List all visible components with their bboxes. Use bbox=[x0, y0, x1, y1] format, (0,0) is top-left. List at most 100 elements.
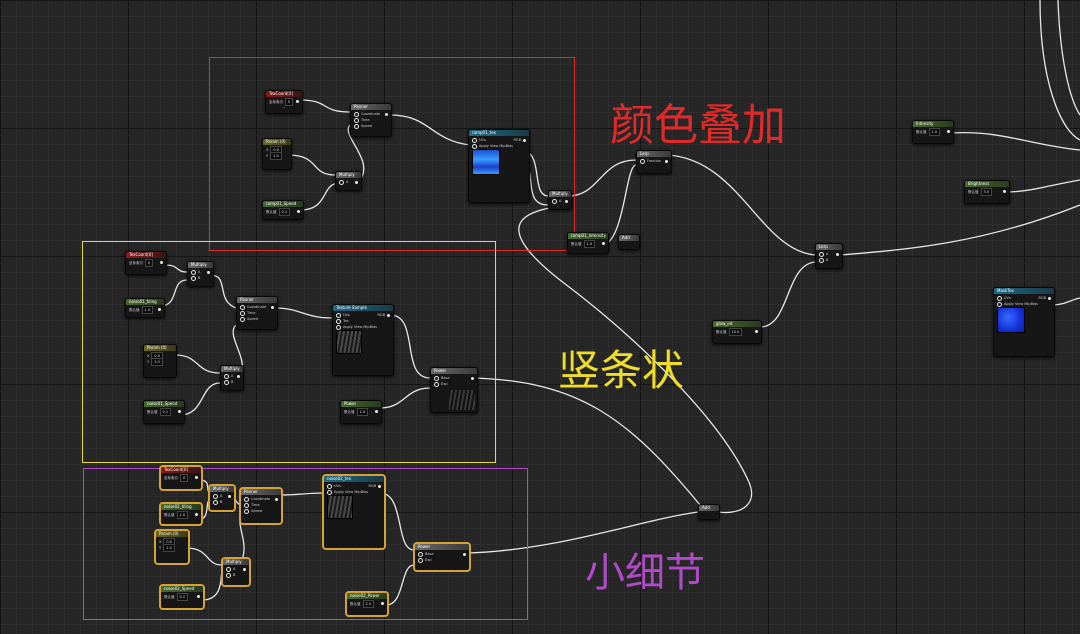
node-header: noise02_Power bbox=[347, 593, 387, 599]
wire bbox=[201, 572, 223, 601]
wire bbox=[379, 387, 431, 409]
y-field[interactable]: 1.0 bbox=[270, 152, 282, 160]
wire bbox=[174, 354, 221, 374]
value-field[interactable]: 0 bbox=[145, 259, 154, 267]
wire bbox=[567, 159, 637, 197]
texture-preview-image bbox=[327, 495, 353, 519]
fraction-node[interactable]: Lerp Fraction bbox=[636, 150, 672, 174]
value-field[interactable]: 1.0 bbox=[928, 128, 941, 136]
value-field[interactable]: 1.0 bbox=[141, 306, 154, 314]
node-header: MaskTex bbox=[994, 288, 1054, 294]
wire bbox=[1039, 0, 1080, 141]
node-header: Param (0) bbox=[156, 531, 188, 537]
node-header: Multiply bbox=[336, 172, 361, 178]
value-field[interactable]: 0 bbox=[180, 474, 189, 482]
node-header: ramp01_Intensity bbox=[568, 233, 608, 239]
node-header: Multiply bbox=[188, 262, 213, 268]
node-header: glow_int bbox=[713, 321, 761, 327]
value-field[interactable]: 1.0 bbox=[176, 511, 189, 519]
node-header: Add bbox=[699, 505, 719, 511]
wire bbox=[287, 154, 336, 176]
node-header: noise02_tex bbox=[324, 476, 384, 482]
wire bbox=[839, 204, 1080, 256]
value-field[interactable]: 3.0 bbox=[980, 188, 993, 196]
node-header: Multiply bbox=[210, 486, 234, 492]
value-field[interactable]: 2.0 bbox=[362, 600, 375, 608]
node-header: Brightness bbox=[965, 181, 1009, 187]
wire bbox=[951, 131, 1080, 151]
node-header: Multiply bbox=[221, 366, 243, 372]
node-header: noise01_Speed bbox=[144, 401, 184, 407]
value-field[interactable]: 1.0 bbox=[583, 240, 596, 248]
add-node[interactable]: Add bbox=[698, 504, 720, 520]
power-node[interactable]: Power Base Exp bbox=[430, 367, 478, 413]
node-header: Intensity bbox=[913, 121, 953, 127]
power-node[interactable]: Power Base Exp bbox=[414, 543, 470, 571]
add-node[interactable]: Add bbox=[618, 234, 640, 250]
node-header: ramp01_tex bbox=[469, 130, 529, 136]
wire bbox=[185, 547, 223, 566]
node-label: 坐标索引 bbox=[269, 100, 283, 104]
texture-preview-image bbox=[336, 330, 362, 354]
value-field[interactable]: 0 bbox=[285, 98, 294, 106]
multiply-node[interactable]: Multiply A bbox=[335, 171, 362, 191]
multiply-node[interactable]: Multiply A bbox=[548, 190, 572, 210]
wire bbox=[389, 314, 431, 379]
wire bbox=[1051, 297, 1080, 306]
y-field[interactable]: 1.0 bbox=[163, 544, 175, 552]
texture-preview-image bbox=[472, 149, 500, 175]
wire bbox=[667, 154, 816, 256]
chevron-down-icon[interactable]: ⌄ bbox=[282, 104, 286, 109]
y-field[interactable]: 1.0 bbox=[151, 358, 163, 366]
value-field[interactable]: 10.0 bbox=[728, 328, 743, 336]
panner-node[interactable]: Panner Coordinate Time Speed bbox=[240, 488, 282, 524]
node-header: noise01_tiling bbox=[126, 299, 164, 305]
node-header: Multiply bbox=[549, 191, 571, 197]
panner-node[interactable]: Panner Coordinate Time Speed bbox=[350, 103, 392, 137]
value-field[interactable]: 0.1 bbox=[176, 593, 189, 601]
value-field[interactable]: 1.0 bbox=[356, 408, 369, 416]
node-header: noise02_Speed bbox=[161, 586, 203, 592]
vertical-stripes-annotation: 竖条状 bbox=[558, 346, 685, 395]
wire bbox=[274, 307, 333, 319]
node-header: Multiply bbox=[223, 559, 249, 565]
wire bbox=[385, 564, 415, 606]
wire bbox=[179, 382, 221, 416]
wire bbox=[164, 264, 188, 273]
wire bbox=[379, 492, 415, 551]
node-header: TexCoord[0] bbox=[126, 252, 166, 258]
texture-preview-image bbox=[997, 307, 1025, 333]
wire bbox=[389, 114, 471, 146]
value-field[interactable]: 0.1 bbox=[278, 208, 291, 216]
value-field[interactable]: 0.1 bbox=[159, 408, 172, 416]
node-header: TexCoord[0] bbox=[266, 91, 302, 97]
panner-node[interactable]: Panner Coordinate Time Speed bbox=[236, 296, 278, 330]
